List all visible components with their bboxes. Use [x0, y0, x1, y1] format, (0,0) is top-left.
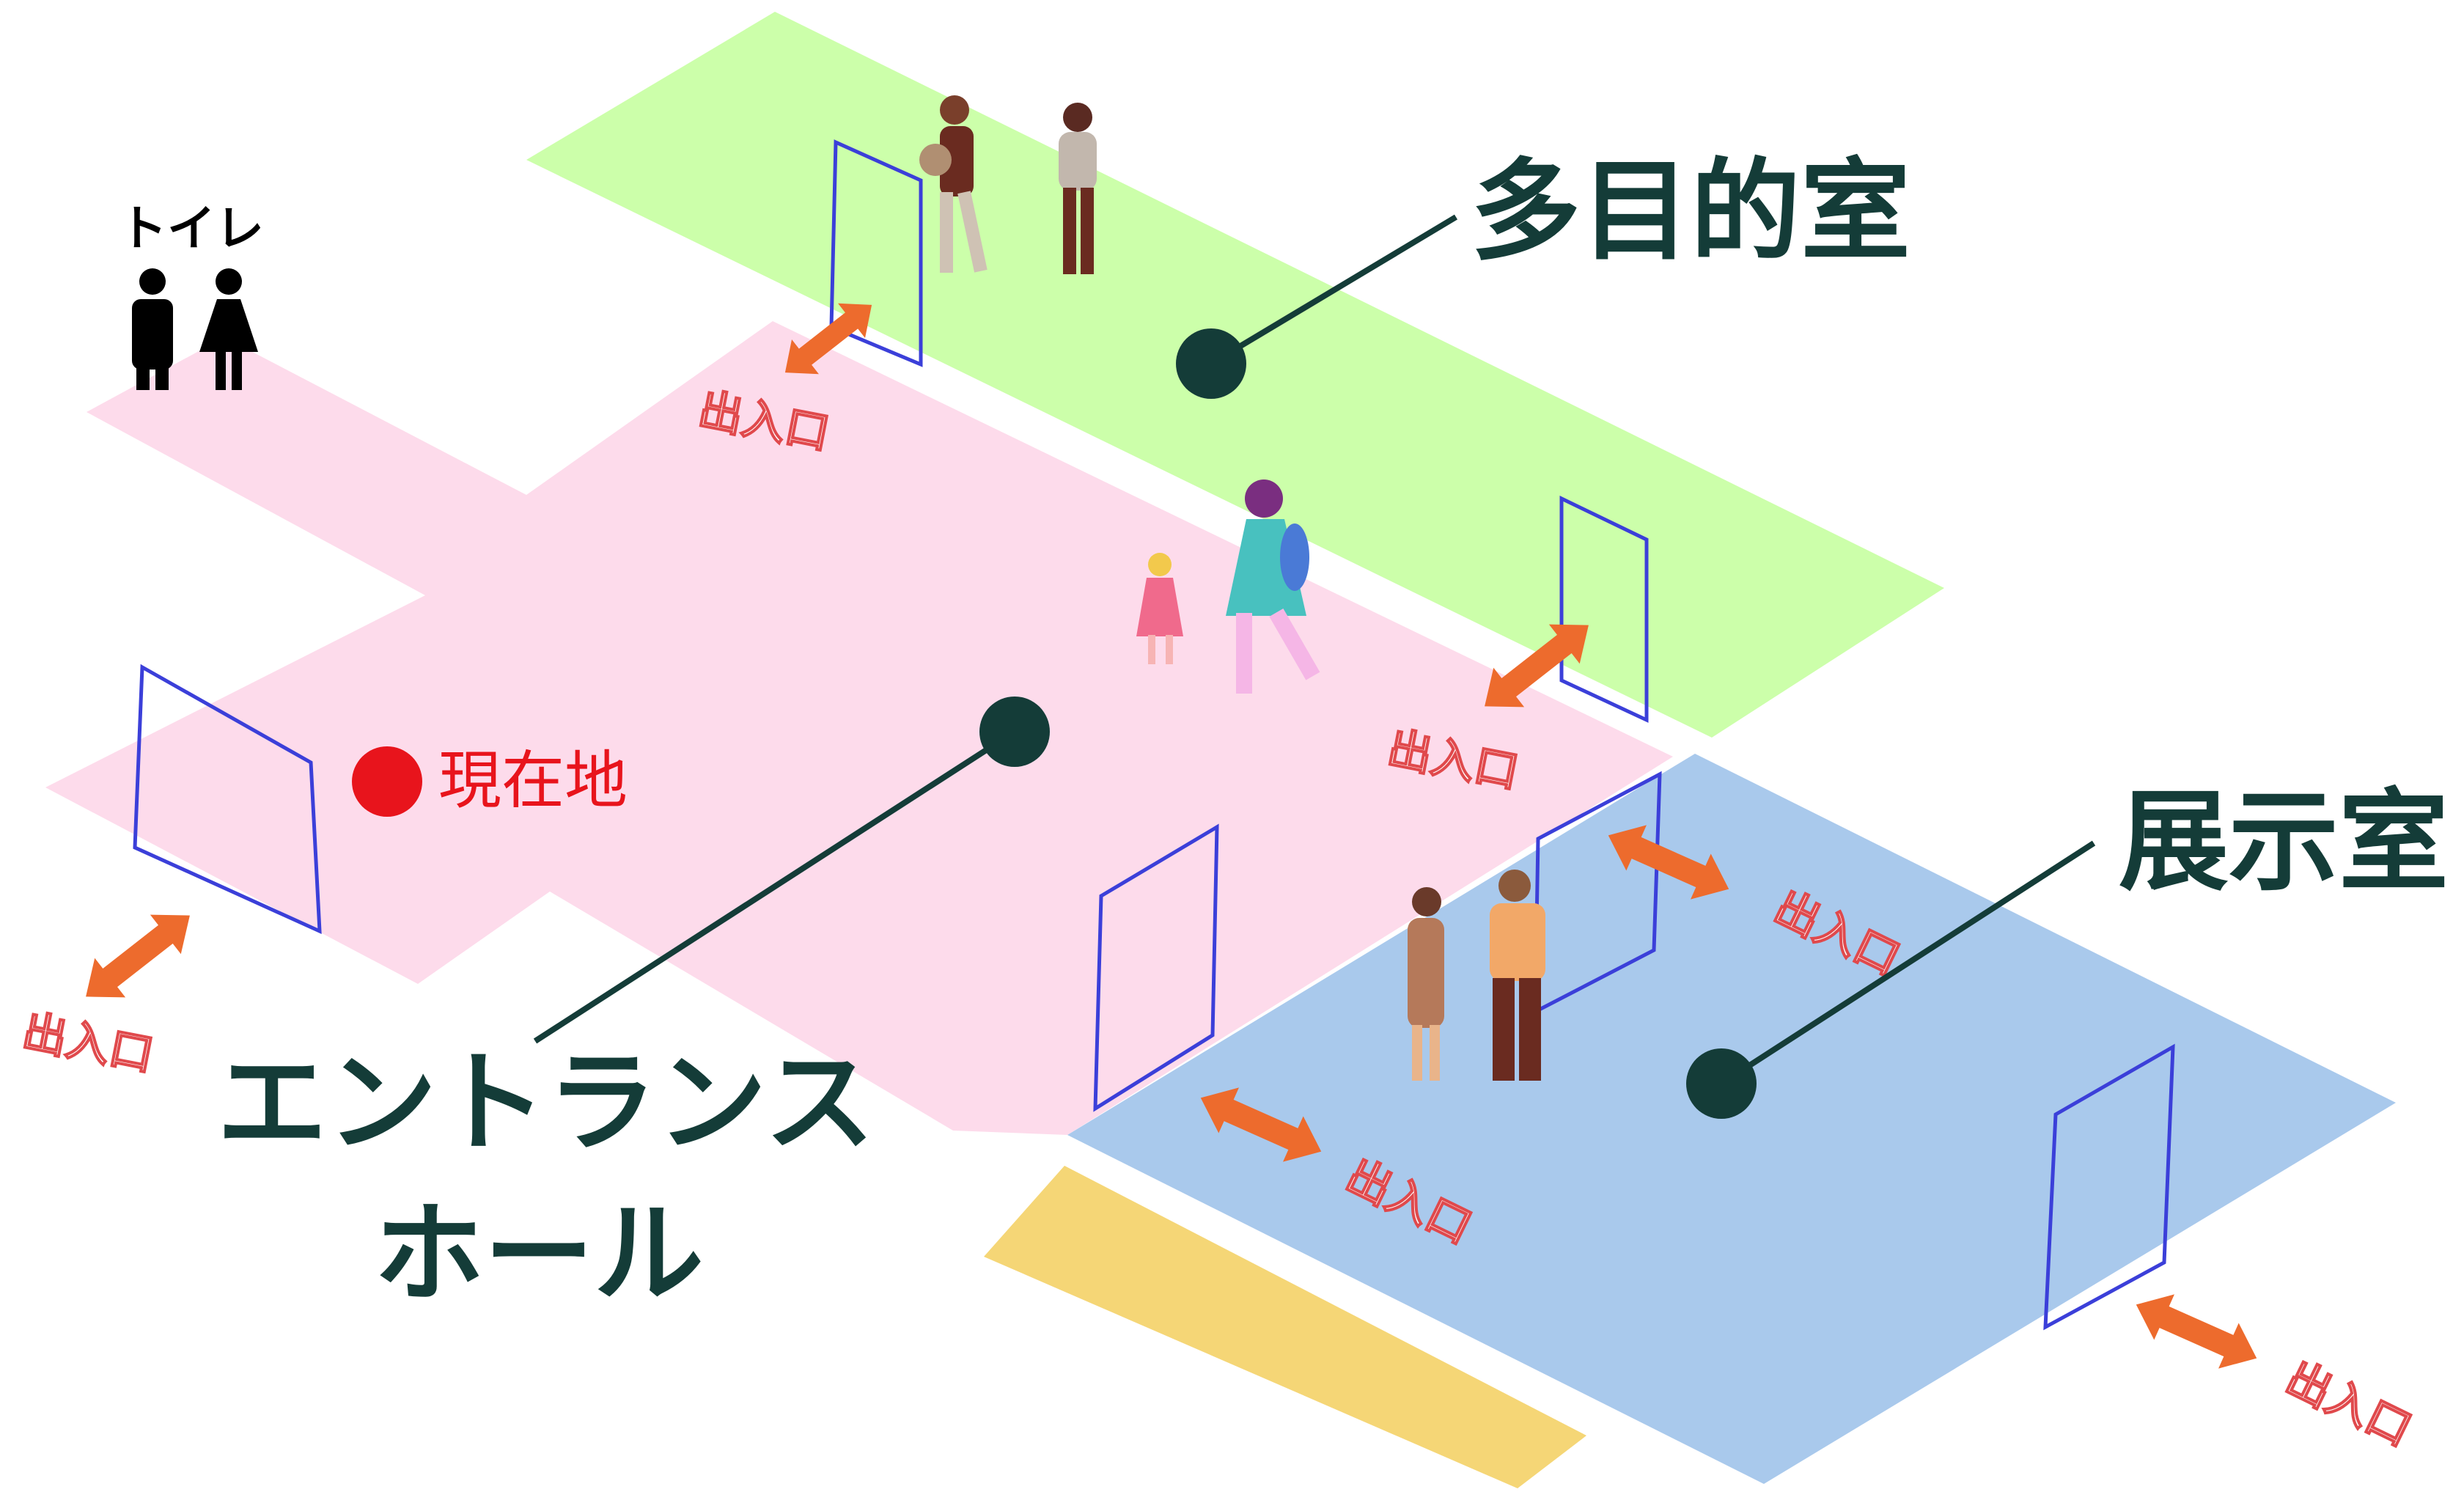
person-mother-icon [1226, 479, 1320, 694]
exhibition-room-label: 展示室 [2119, 779, 2449, 906]
corridor-floor [984, 1166, 1586, 1488]
door-multipurpose-west [829, 139, 923, 367]
exit-arrow-6 [2136, 1294, 2257, 1369]
exhibition-room-floor [1067, 754, 2396, 1484]
multipurpose-room-label: 多目的室 [1471, 148, 1910, 276]
multipurpose-marker [1176, 328, 1246, 399]
person-man-standing-icon [1490, 870, 1545, 1081]
current-location-label: 現在地 [438, 744, 628, 817]
toilet-label: トイレ [119, 200, 264, 257]
exit-arrow-4 [1200, 1087, 1322, 1162]
person-woman-walking-icon [1059, 103, 1097, 274]
exit-arrow-3 [1608, 825, 1729, 900]
person-child-icon [1136, 553, 1183, 664]
door-entrance-main [133, 664, 322, 934]
exhibition-leader-line [1719, 840, 2096, 1087]
entrance-hall-floor [45, 321, 1673, 1135]
door-multipurpose-east [1559, 496, 1649, 723]
exit-label: 出入口 [2278, 1353, 2419, 1457]
entrance-marker [979, 697, 1050, 767]
person-man-holding-child-icon [919, 95, 988, 273]
door-entrance-south [1093, 823, 1219, 1112]
door-exhibition-east [2043, 1043, 2175, 1331]
exit-arrow-5 [86, 914, 190, 998]
entrance-hall-label-line2: ホール [374, 1191, 704, 1318]
multipurpose-leader-line [1209, 214, 1458, 367]
female-toilet-icon [199, 268, 258, 390]
current-location-marker [352, 746, 422, 817]
entrance-leader-line [533, 729, 1017, 1044]
exit-arrow-2 [1485, 624, 1589, 708]
exit-arrow-1 [784, 303, 872, 375]
exhibition-marker [1686, 1048, 1757, 1119]
person-woman-with-phone-icon [1408, 887, 1444, 1081]
male-toilet-icon [132, 268, 173, 390]
entrance-hall-label-line1: エントランス [217, 1040, 875, 1167]
exit-label: 出入口 [18, 1006, 158, 1081]
